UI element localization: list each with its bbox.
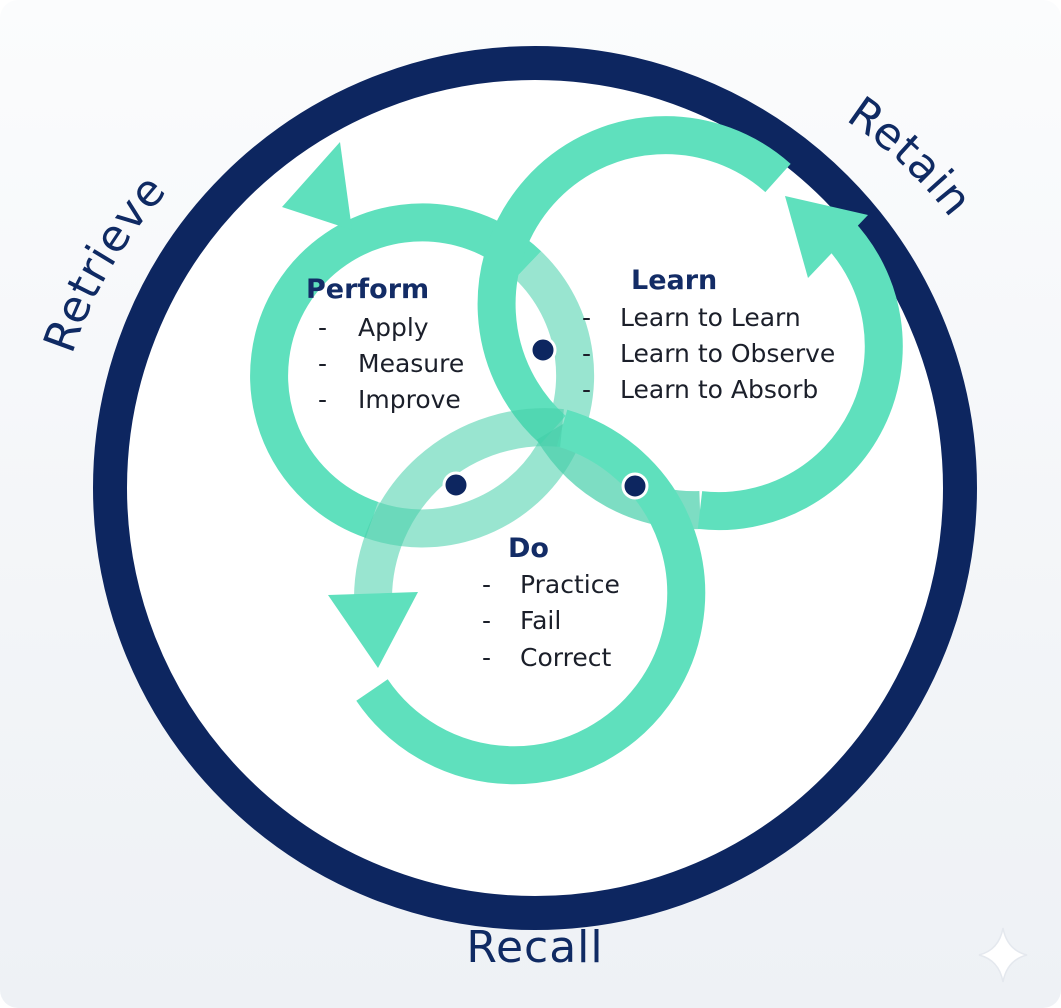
learn-item-1: Learn to Learn [620, 303, 801, 332]
learn-dash-3: - [582, 375, 591, 404]
perform-dash-1: - [318, 313, 327, 342]
learn-title: Learn [631, 265, 717, 296]
do-dash-1: - [482, 570, 491, 599]
recall-label: Recall [466, 922, 603, 973]
do-item-3: Correct [520, 643, 611, 672]
perform-dash-3: - [318, 385, 327, 414]
learn-dash-1: - [582, 303, 591, 332]
learn-dash-2: - [582, 339, 591, 368]
perform-title: Perform [306, 274, 429, 305]
sparkle-icon [978, 927, 1028, 983]
learn-loop-arrow [477, 116, 903, 531]
do-item-2: Fail [520, 606, 561, 635]
perform-arrowhead-icon [282, 142, 352, 230]
do-arrowhead-icon [328, 592, 418, 668]
node-learn-do [621, 472, 649, 500]
learn-item-3: Learn to Absorb [620, 375, 818, 404]
perform-item-1: Apply [358, 313, 429, 342]
node-perform-learn [529, 336, 557, 364]
perform-item-2: Measure [358, 349, 464, 378]
do-item-1: Practice [520, 570, 620, 599]
node-perform-do [442, 471, 470, 499]
learn-item-2: Learn to Observe [620, 339, 835, 368]
do-dash-3: - [482, 643, 491, 672]
perform-dash-2: - [318, 349, 327, 378]
do-title: Do [508, 533, 549, 564]
learn-arrowhead-icon [785, 196, 868, 278]
do-dash-2: - [482, 606, 491, 635]
perform-item-3: Improve [358, 385, 461, 414]
